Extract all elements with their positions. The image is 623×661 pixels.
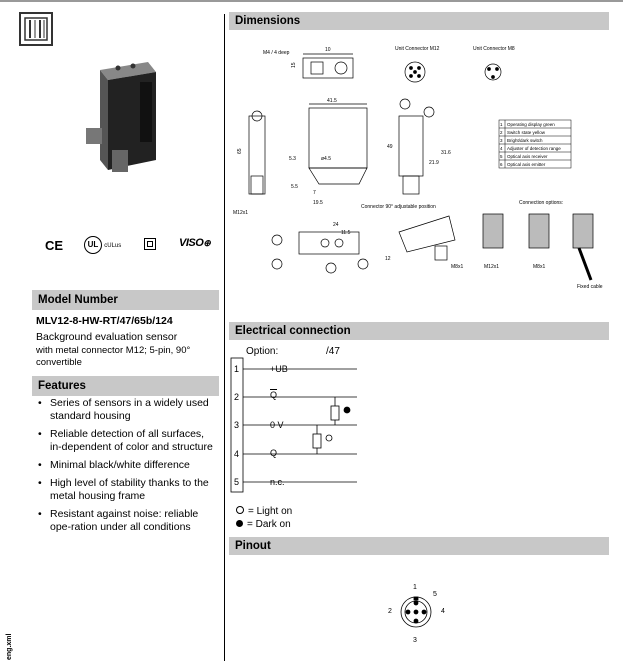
legend-text: Adjuster of detection range: [507, 146, 561, 151]
dim-m4: M4 / 4 deep: [263, 50, 290, 56]
side-label: eng.xml: [6, 633, 13, 660]
dim-d5-3: 5.3: [289, 156, 296, 162]
legend-num: 1: [500, 122, 503, 127]
legend-text: Optical axis emitter: [507, 162, 546, 167]
legend-num: 3: [500, 138, 503, 143]
ce-mark: CE: [45, 238, 64, 253]
dim-h15: 15: [291, 62, 297, 68]
dim-m8: M8x1: [451, 264, 463, 270]
dim-d7: 7: [313, 190, 316, 196]
feature-item: High level of stability thanks to the me…: [36, 477, 218, 503]
dim-w11-5: 11.5: [341, 230, 351, 236]
model-number-header: Model Number: [32, 290, 219, 310]
pin-number: 2: [234, 392, 240, 402]
electrical-header: Electrical connection: [229, 322, 609, 340]
pin-label: n.c.: [270, 477, 285, 487]
column-divider: [224, 14, 225, 661]
pinout-label-3: 3: [413, 637, 417, 644]
pinout-label-1: 1: [413, 584, 417, 591]
dim-d19-5: 19.5: [313, 200, 323, 206]
dim-h31-6: 31.6: [441, 150, 451, 156]
conn-options-label: Connection options:: [519, 200, 563, 206]
box-mark: [144, 238, 156, 250]
dim-w41-5: 41.5: [327, 98, 337, 104]
culus-text: cULus: [104, 243, 122, 249]
legend-dark: = Dark on: [236, 519, 291, 530]
dark-on-icon: [236, 520, 243, 527]
dim-h12: 12: [385, 256, 391, 262]
legend-num: 5: [500, 154, 503, 159]
product-photo: [78, 60, 178, 180]
features-header: Features: [32, 376, 219, 396]
legend-text: Optical axis receiver: [507, 154, 548, 159]
unit-m8-label: Unit Connector M8: [473, 46, 515, 52]
dimensions-header: Dimensions: [229, 12, 609, 30]
dark-on-text: = Dark on: [247, 519, 291, 530]
legend-num: 6: [500, 162, 503, 167]
pinout-diagram: [386, 578, 446, 648]
pin-label: +UB: [270, 364, 288, 374]
pinout-header: Pinout: [229, 537, 609, 555]
pin-number: 4: [234, 449, 240, 459]
feature-item: Series of sensors in a widely used stand…: [36, 397, 218, 423]
legend-light: = Light on: [236, 506, 292, 517]
dimensions-drawing: 10 M4 / 4 deep 15 Unit Connector M12 Uni…: [229, 36, 609, 296]
light-on-icon: [236, 506, 244, 514]
culus-mark: UL cULus: [84, 236, 121, 254]
feature-item: Minimal black/white difference: [36, 459, 218, 472]
dim-d4-5: ø4.5: [321, 156, 331, 162]
pinout-label-5: 5: [433, 591, 437, 598]
features-list: Series of sensors in a widely used stand…: [36, 397, 218, 539]
model-subdescription: with metal connector M12; 5-pin, 90° con…: [36, 345, 191, 368]
legend-num: 2: [500, 130, 503, 135]
pin-label: Q: [270, 448, 278, 458]
pinout-label-4: 4: [441, 608, 445, 615]
dim-h21-9: 21.9: [429, 160, 439, 166]
model-number: MLV12-8-HW-RT/47/65b/124: [36, 315, 173, 327]
pinout-label-2: 2: [388, 608, 392, 615]
dim-m12: M12x1: [233, 210, 248, 216]
unit-m12-label: Unit Connector M12: [395, 46, 440, 52]
dim-w10: 10: [325, 47, 331, 53]
opt-m12: M12x1: [484, 264, 499, 270]
legend-num: 4: [500, 146, 503, 151]
legend-text: Operating display green: [507, 122, 555, 127]
light-on-text: = Light on: [248, 506, 293, 517]
top-rule: [0, 0, 623, 2]
visolux-logo: VISO⊕: [179, 237, 211, 249]
category-icon: [19, 12, 53, 46]
feature-item: Resistant against noise: reliable ope-ra…: [36, 508, 218, 534]
opt-fixed-cable: Fixed cable: [577, 284, 603, 290]
dim-h65: 65: [237, 148, 243, 154]
connector-note: Connector 90° adjustable position: [361, 204, 436, 210]
model-description: Background evaluation sensor: [36, 331, 178, 343]
dim-w24: 24: [333, 222, 339, 228]
option-label: Option:: [246, 346, 279, 357]
pin-number: 3: [234, 420, 240, 430]
pin-label: 0 V: [270, 420, 284, 430]
pin-number: 1: [234, 364, 240, 374]
option-value: /47: [326, 346, 340, 357]
pin-label: Q: [270, 390, 278, 400]
legend-text: Switch state yellow: [507, 130, 546, 135]
opt-m8: M8x1: [533, 264, 545, 270]
feature-item: Reliable detection of all surfaces, in-d…: [36, 428, 218, 454]
pin-number: 5: [234, 477, 240, 487]
dim-d5-5: 5.5: [291, 184, 298, 190]
legend-text: Bright/dark switch: [507, 138, 543, 143]
wiring-diagram: [229, 356, 369, 496]
dim-h49: 49: [387, 144, 393, 150]
